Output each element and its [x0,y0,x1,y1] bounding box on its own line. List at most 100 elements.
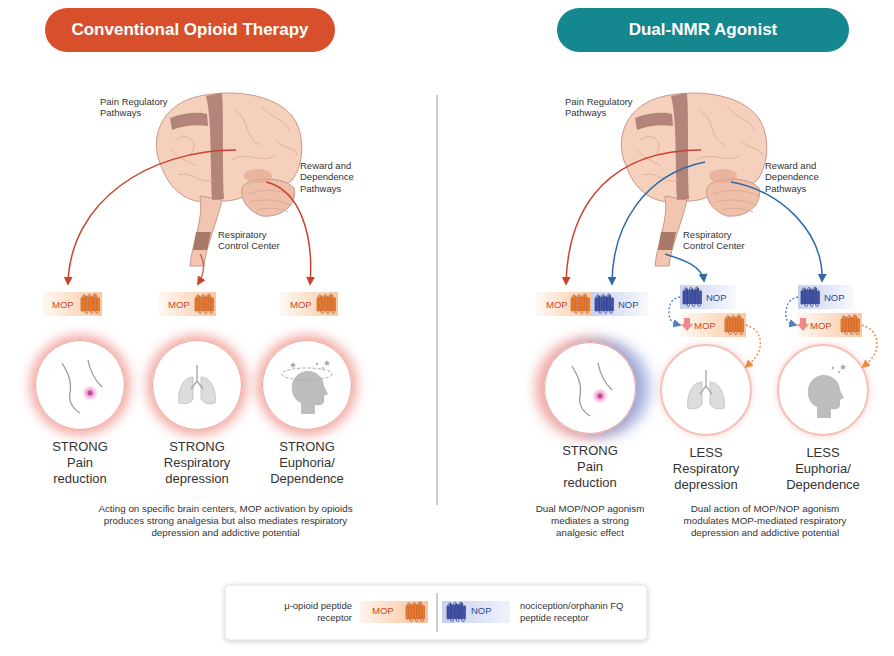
brain-stem [190,196,222,266]
circle-outline [262,340,352,430]
receptor-icon [447,602,466,621]
receptor-box: NOP [798,285,854,309]
brain-illustration [621,93,766,266]
node-text: NOP [618,299,639,310]
receptor-icon [81,294,100,313]
circle-outline [35,340,125,430]
receptor-box: MOP [280,292,338,316]
pathway-label: Respiratory Control Center [683,229,763,252]
legend-sample-label: MOP [372,605,402,616]
receptor-icon [800,285,820,309]
receptor-icon [682,285,702,309]
receptor-icon [840,313,860,337]
receptor-box: NOP [680,285,736,309]
activation-arrow [198,254,204,284]
receptor-icon [841,315,860,334]
dotted-connector [746,325,760,367]
receptor-icon [571,294,590,313]
node-text: MOP [694,320,716,331]
legend-text: nociception/orphanin FQ peptide receptor [520,600,642,624]
receptor-box: MOP [536,292,592,316]
receptor-icon [406,602,425,621]
circle-outline [153,341,242,430]
receptor-icon [195,294,214,313]
effect-label: STRONG Euphoria/ Dependence [267,439,347,487]
receptor-icon [801,287,820,306]
node-text: NOP [824,292,845,303]
circle-outline [777,344,869,436]
effect-label: STRONG Pain reduction [550,443,630,491]
legend-text: μ-opioid peptide receptor [250,600,352,624]
circle-outline [778,345,868,435]
receptor-icon [725,315,744,334]
node-text: Conventional Opioid Therapy [71,20,308,40]
node-text: Dual-NMR Agonist [629,20,778,40]
circle-outline [661,345,751,435]
receptor-box: MOP [158,292,216,316]
legend-item: nociception/orphanin FQ peptide receptor [520,600,642,624]
node-text: MOP [52,299,74,310]
receptor-box: MOP [680,313,746,337]
activation-arrow [612,162,705,284]
effect-label: STRONG Respiratory depression [157,439,237,487]
receptor-box: NOP [592,292,648,316]
receptor-icon [316,292,336,316]
dotted-connector [862,325,877,367]
pathway-label: Reward and Dependence Pathways [765,160,825,194]
receptor-icon [80,292,100,316]
receptor-box: MOP [42,292,102,316]
legend-sample-label: NOP [471,605,501,616]
pathway-label: Pain Regulatory Pathways [100,96,180,119]
pain-pathway-band [170,113,208,130]
caption-note: Acting on specific brain centers, MOP ac… [88,503,363,538]
effect-circle: STRONG Pain reduction [35,340,125,430]
pain-pathway-band [206,93,224,200]
node-text: NOP [706,292,727,303]
effect-label: LESS Respiratory depression [666,445,746,493]
effect-circle: STRONG Pain reduction [544,342,636,434]
receptor-box: MOP [796,313,862,337]
legend-sample [360,601,428,623]
caption-note: Dual MOP/NOP agonism mediates a strong a… [530,503,650,538]
legend-divider [437,593,438,632]
effect-label: STRONG Pain reduction [40,439,120,487]
title-pill: Dual-NMR Agonist [557,8,849,52]
panel-divider [437,95,438,505]
pathway-label: Respiratory Control Center [218,229,298,252]
effect-circle: LESS Euphoria/ Dependence [777,344,869,436]
circle-outline [152,340,242,430]
receptor-icon [724,313,744,337]
legend-box [225,585,647,640]
node-text: MOP [168,299,190,310]
pathway-label: Reward and Dependence Pathways [300,160,360,194]
circle-outline [36,341,125,430]
circle-outline [660,344,752,436]
node-text: MOP [546,299,568,310]
activation-arrow [665,254,704,281]
receptor-icon [317,294,336,313]
effect-circle: LESS Respiratory depression [660,344,752,436]
title-pill: Conventional Opioid Therapy [45,8,335,52]
node-text: MOP [810,320,832,331]
node-text: MOP [290,299,312,310]
reward-area [244,169,272,183]
receptor-icon [595,294,614,313]
cerebellum [242,179,295,216]
pathway-label: Pain Regulatory Pathways [565,96,645,119]
circle-outline [545,343,636,434]
dotted-connector [669,297,680,325]
receptor-icon [683,287,702,306]
circle-outline [263,341,352,430]
brain-illustration [156,93,301,266]
circle-outline [544,342,636,434]
caption-note: Dual action of MOP/NOP agonism modulates… [670,503,860,538]
legend-sample [442,601,510,623]
brain-gyri [172,106,298,181]
receptor-icon [570,292,590,316]
respiratory-center [193,232,211,250]
receptor-icon [594,292,614,316]
receptor-icon [194,292,214,316]
legend-item: μ-opioid peptide receptor [250,600,352,624]
activation-arrow [731,182,822,281]
